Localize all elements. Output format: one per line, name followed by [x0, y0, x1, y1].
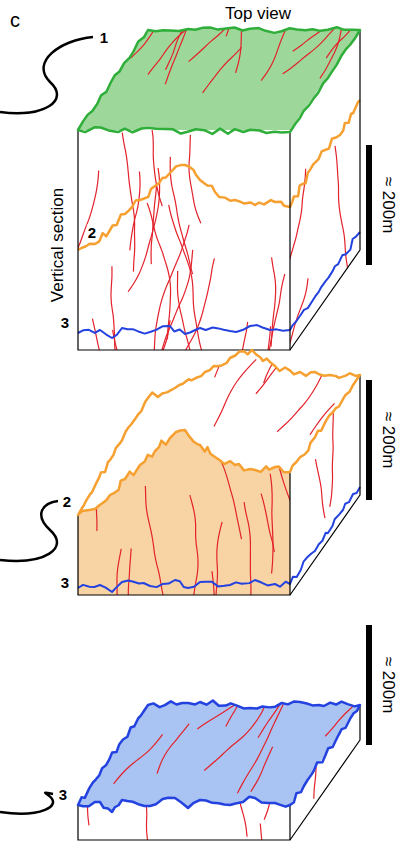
block-outline [78, 472, 290, 595]
scale-bar [366, 145, 372, 265]
fracture-line [261, 494, 274, 552]
fracture-line [98, 0, 159, 51]
fracture-group [86, 781, 273, 853]
fracture-line [356, 546, 361, 636]
scale-bar [366, 380, 372, 500]
leader-line [0, 793, 53, 814]
fracture-line [271, 257, 276, 346]
fracture-line [262, 413, 314, 564]
fracture-line [116, 549, 134, 717]
fracture-line [188, 495, 198, 653]
section-label: Vertical section [49, 187, 66, 303]
horizon-line [78, 100, 360, 250]
fracture-group [315, 407, 361, 636]
fracture-line [96, 452, 106, 531]
fracture-line [226, 633, 261, 726]
fracture-line [130, 19, 160, 59]
fracture-line [279, 169, 306, 306]
fracture-line [292, 275, 304, 373]
fracture-line [203, 47, 242, 92]
fracture-line [270, 474, 273, 574]
fracture-line [264, 318, 287, 383]
fracture-line [152, 127, 163, 206]
block-outline [290, 705, 360, 840]
fracture-line [251, 747, 273, 792]
fracture-line [237, 704, 283, 793]
fracture-line [214, 359, 256, 426]
fracture-line [111, 266, 122, 465]
leader-line [0, 37, 93, 113]
callout-number: 2 [87, 225, 97, 240]
fracture-line [215, 274, 253, 377]
fracture-line [100, 619, 128, 683]
side-face [290, 705, 360, 840]
scale-bar [366, 625, 372, 745]
fracture-group [98, 0, 382, 93]
figure-letter: c [9, 10, 21, 30]
fracture-line [148, 0, 224, 75]
fracture-line [277, 359, 328, 432]
block-middle [78, 274, 361, 717]
callout-number: 1 [99, 30, 109, 45]
fracture-group [214, 274, 335, 435]
block-bottom [78, 597, 360, 853]
fracture-line [138, 0, 199, 15]
fracture-line [215, 522, 223, 631]
fracture-line [159, 648, 246, 697]
surface-outline [78, 350, 360, 515]
callout-number: 3 [60, 575, 70, 590]
fracture-line [316, 809, 317, 839]
fracture-line [144, 597, 195, 693]
fracture-line [215, 433, 242, 539]
front-face [78, 130, 290, 350]
surface-outline [78, 27, 360, 134]
fracture-line [109, 626, 133, 732]
fracture-line [157, 724, 189, 774]
fracture-line [330, 407, 334, 507]
fracture-line [3, 171, 98, 352]
block-outline [290, 30, 360, 350]
fracture-line [146, 804, 149, 854]
front-face [78, 430, 290, 595]
scale-label: ≈ 200m [380, 656, 397, 715]
side-face [290, 30, 360, 350]
fracture-line [315, 459, 325, 518]
fracture-line [244, 502, 251, 651]
callout-number: 2 [62, 494, 72, 509]
fracture-line [173, 258, 215, 380]
leader-line [0, 501, 58, 561]
fracture-line [106, 0, 156, 20]
horizon-line [78, 487, 360, 592]
view-label: Top view [224, 5, 292, 22]
fracture-line [260, 823, 263, 853]
block-outline [78, 130, 290, 350]
fracture-line [165, 28, 187, 84]
scale-label: ≈ 200m [380, 176, 397, 235]
horizon-line [78, 232, 360, 338]
fracture-line [264, 781, 273, 820]
callout-number: 3 [58, 787, 68, 802]
fracture-line [114, 785, 116, 805]
fracture-line [261, 27, 287, 81]
block-outline [290, 375, 360, 595]
fracture-line [258, 644, 314, 738]
fracture-group [96, 413, 313, 716]
fracture-line [122, 133, 134, 272]
surface-outline [78, 701, 360, 812]
fracture-line [154, 225, 189, 359]
fracture-line [149, 619, 197, 695]
fracture-group [100, 597, 359, 793]
scale-label: ≈ 200m [380, 411, 397, 470]
fracture-group [279, 146, 349, 392]
callout-number: 3 [60, 315, 70, 330]
fracture-line [204, 571, 215, 690]
fracture-line [147, 203, 170, 339]
fracture-line [119, 548, 131, 647]
fracture-line [130, 171, 140, 250]
